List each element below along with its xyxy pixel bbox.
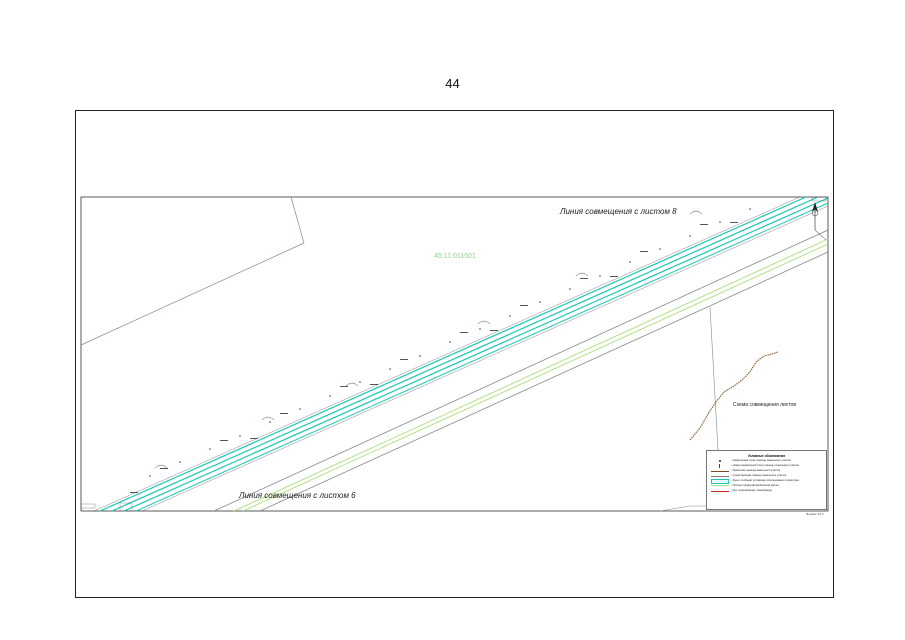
strip-line-2 bbox=[141, 205, 829, 512]
strip-line-1 bbox=[93, 196, 801, 512]
corridor-line-2 bbox=[111, 196, 819, 512]
corridor-line-3 bbox=[123, 197, 829, 512]
format-label: Формат А4 3 bbox=[806, 512, 824, 516]
page-number: 44 bbox=[445, 76, 460, 91]
road-edge-2 bbox=[259, 251, 829, 512]
corner-label-box-right bbox=[811, 196, 827, 202]
map-frame bbox=[75, 110, 834, 598]
boundary-points bbox=[149, 208, 751, 477]
road-line-green-1 bbox=[233, 238, 829, 512]
tick-icon bbox=[709, 464, 731, 468]
sheet-scheme-label: Схема совмещения листов bbox=[733, 402, 796, 408]
legend-title: Условные обозначения bbox=[747, 454, 786, 458]
dimension-marks bbox=[130, 222, 738, 493]
dot-icon bbox=[709, 459, 731, 463]
corridor-line-1 bbox=[99, 196, 807, 512]
legend-item: - Зона с особыми условиями использования… bbox=[709, 479, 824, 484]
legend-item: - Ось трубопровода / газопровода bbox=[709, 489, 824, 493]
parcel-boundary-left bbox=[80, 196, 305, 346]
legend: Условные обозначения - Характерная точка… bbox=[706, 450, 827, 510]
brown-line-icon bbox=[709, 469, 731, 473]
legend-item: - Полоса отвода автомобильной дороги bbox=[709, 484, 824, 488]
red-line-icon bbox=[709, 489, 731, 493]
legend-item: - Проектная граница земельного участка bbox=[709, 469, 824, 473]
sheet-join-label-bottom: Линия совмещения с листом 6 bbox=[239, 491, 356, 500]
parcel-boundary-right bbox=[709, 306, 719, 451]
road-line-green-2 bbox=[242, 243, 829, 512]
legend-item: - Характерная точка границы земельного у… bbox=[709, 459, 824, 463]
gray-line-icon bbox=[709, 474, 731, 478]
legend-item: - Существующая граница земельного участк… bbox=[709, 474, 824, 478]
road-edge-1 bbox=[213, 229, 829, 512]
parcel-boundary-bottom bbox=[659, 505, 706, 512]
sheet-join-label-top: Линия совмещения с листом 8 bbox=[560, 207, 677, 216]
legend-item: - Номер характерной точки границы земель… bbox=[709, 464, 824, 468]
cyan-band-icon bbox=[709, 479, 731, 484]
north-arrow-icon bbox=[811, 202, 827, 241]
corner-label-box-left bbox=[80, 503, 96, 509]
point-arcs bbox=[154, 210, 703, 469]
green-line-icon bbox=[709, 484, 731, 488]
bottom-corner-box bbox=[119, 502, 133, 512]
cadastral-number: 45:11:011501 bbox=[434, 253, 476, 260]
map-area-border bbox=[80, 196, 829, 512]
sheet-scheme-path bbox=[689, 351, 779, 441]
corridor-line-4 bbox=[135, 202, 829, 512]
